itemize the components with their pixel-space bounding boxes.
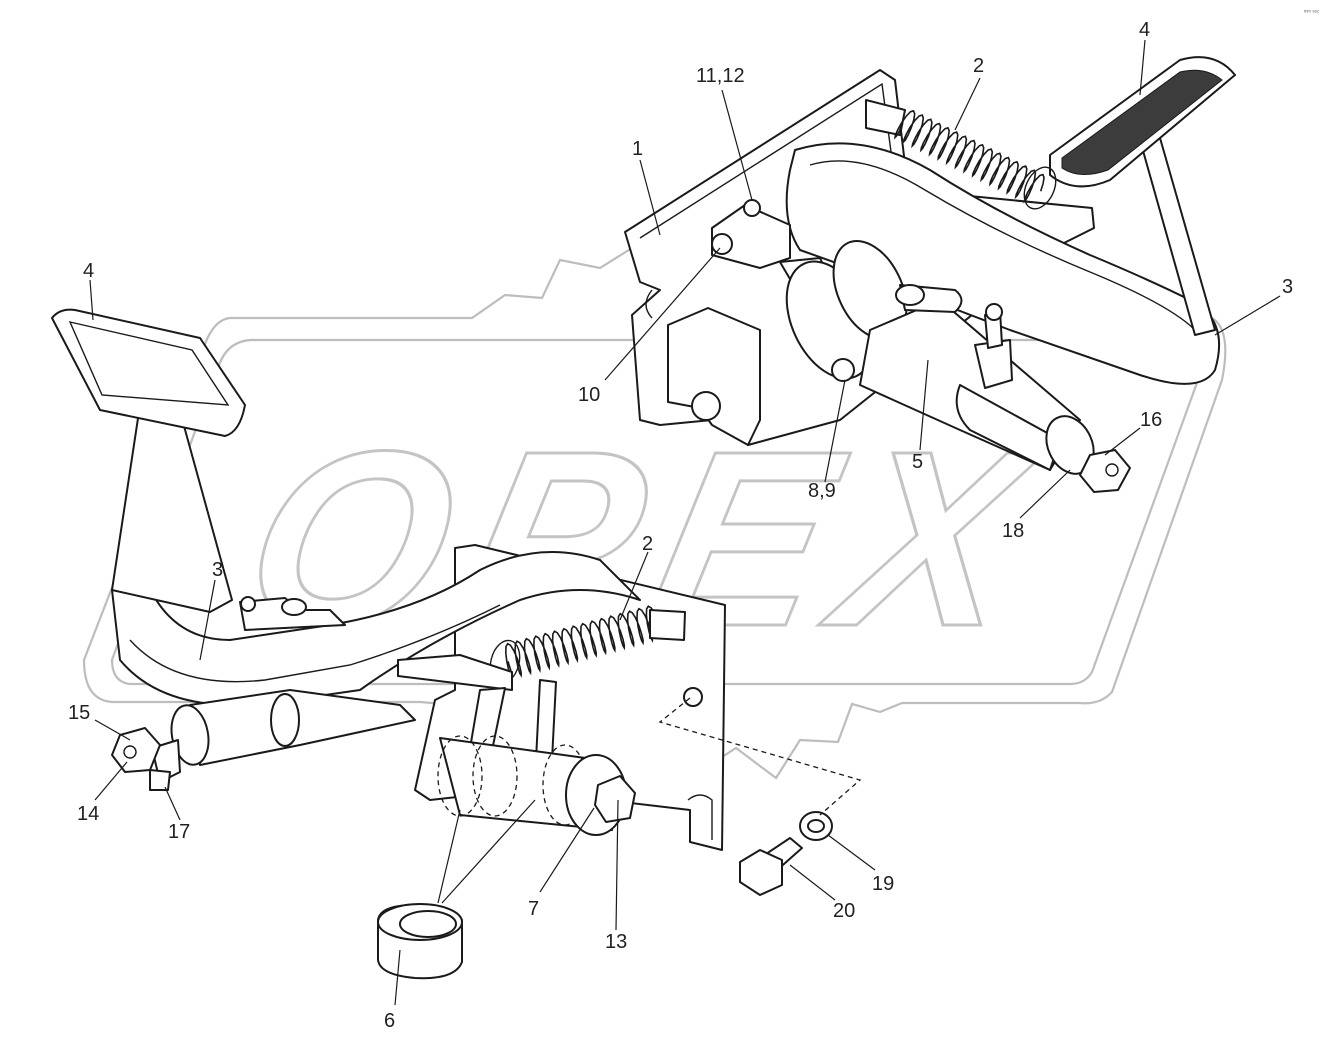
callout-16: 16 bbox=[1140, 409, 1162, 431]
watermark-gear-outline bbox=[82, 246, 1227, 780]
callout-labels: 1 2 2 3 3 4 4 5 6 7 8,9 10 11,12 13 14 1… bbox=[68, 19, 1293, 1032]
loose-washer-19 bbox=[799, 811, 833, 841]
assembly-dashed-line bbox=[658, 697, 862, 816]
callout-4-upper: 4 bbox=[1139, 19, 1150, 41]
upper-plate-slot bbox=[645, 289, 653, 319]
upper-bracket-boss bbox=[691, 391, 721, 421]
upper-lever-inner bbox=[809, 160, 1196, 331]
callout-5: 5 bbox=[912, 451, 923, 473]
lower-spring-bracket bbox=[397, 654, 513, 691]
lower-plate-slot bbox=[687, 794, 713, 840]
leader-lines bbox=[89, 39, 1281, 1006]
callout-8-9: 8,9 bbox=[808, 480, 836, 502]
lower-pivot-bolt-head bbox=[594, 775, 636, 823]
lower-pedal-pad-tread bbox=[68, 321, 230, 406]
lower-pedal-pad bbox=[51, 308, 246, 437]
callout-19: 19 bbox=[872, 873, 894, 895]
callout-3-upper: 3 bbox=[1282, 276, 1293, 298]
callout-11-12: 11,12 bbox=[696, 65, 745, 87]
lower-pivot-housing bbox=[437, 735, 636, 836]
callout-13: 13 bbox=[605, 931, 627, 953]
upper-bracket-block bbox=[667, 307, 761, 446]
loose-bolt-20 bbox=[739, 837, 803, 896]
callout-15: 15 bbox=[68, 702, 90, 724]
callout-20: 20 bbox=[833, 900, 855, 922]
callout-2-lower: 2 bbox=[642, 533, 653, 555]
callout-3-lower: 3 bbox=[212, 559, 223, 581]
callout-1: 1 bbox=[632, 138, 643, 160]
upper-pedal-pad-tread bbox=[1061, 69, 1223, 175]
loose-bushing-6 bbox=[377, 903, 463, 980]
lower-pedal-assembly bbox=[51, 308, 726, 851]
upper-master-cylinder bbox=[785, 239, 1131, 493]
upper-plate-edge bbox=[639, 82, 896, 239]
callout-17: 17 bbox=[168, 821, 190, 843]
callout-6: 6 bbox=[384, 1010, 395, 1032]
lower-plate-hole bbox=[683, 687, 703, 707]
callout-14: 14 bbox=[77, 803, 99, 825]
callout-4-lower: 4 bbox=[83, 260, 94, 282]
upper-cylinder-nut bbox=[1079, 449, 1131, 493]
upper-return-spring bbox=[865, 99, 1057, 210]
lower-lever-inner bbox=[129, 604, 501, 683]
corner-code: ᵐᵐ ˢᵒᶻ bbox=[1304, 10, 1319, 16]
lower-master-cylinder bbox=[111, 689, 416, 791]
callout-2-upper: 2 bbox=[973, 55, 984, 77]
callout-7: 7 bbox=[528, 898, 539, 920]
callout-18: 18 bbox=[1002, 520, 1024, 542]
lower-return-spring bbox=[489, 605, 686, 685]
upper-cylinder-bolt bbox=[831, 358, 855, 382]
callout-10: 10 bbox=[578, 384, 600, 406]
